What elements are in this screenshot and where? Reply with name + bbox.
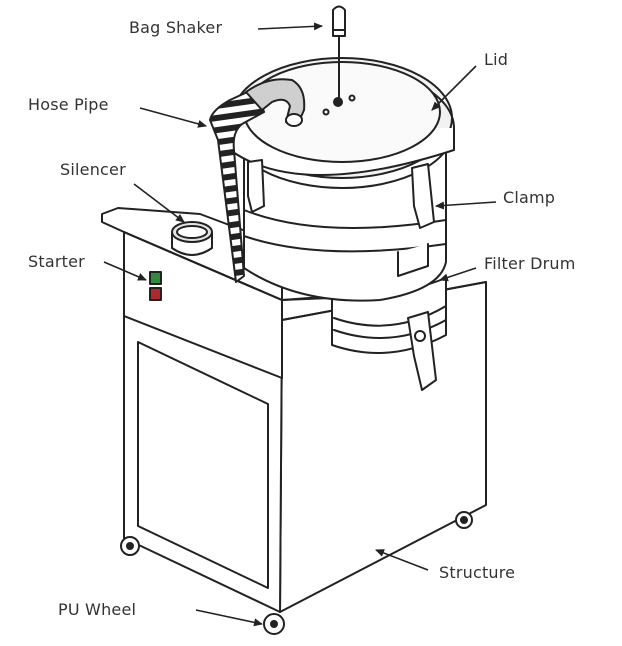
label-bag-shaker: Bag Shaker: [129, 18, 223, 37]
starter-buttons: [149, 271, 162, 301]
label-starter: Starter: [28, 252, 85, 271]
label-hose-pipe: Hose Pipe: [28, 95, 109, 114]
hose-pipe: [209, 78, 306, 283]
label-silencer: Silencer: [60, 160, 126, 179]
clamps: [247, 159, 437, 391]
label-structure: Structure: [439, 563, 516, 582]
bag-shaker: [332, 5, 346, 103]
label-clamp: Clamp: [503, 188, 556, 207]
drum-body: [243, 149, 447, 302]
label-pu-wheel: PU Wheel: [58, 600, 137, 619]
wheels: [120, 511, 473, 635]
label-filter-drum: Filter Drum: [484, 254, 576, 273]
silencer: [171, 221, 213, 256]
pointer-arrows: [103, 22, 497, 627]
label-lid: Lid: [484, 50, 509, 69]
